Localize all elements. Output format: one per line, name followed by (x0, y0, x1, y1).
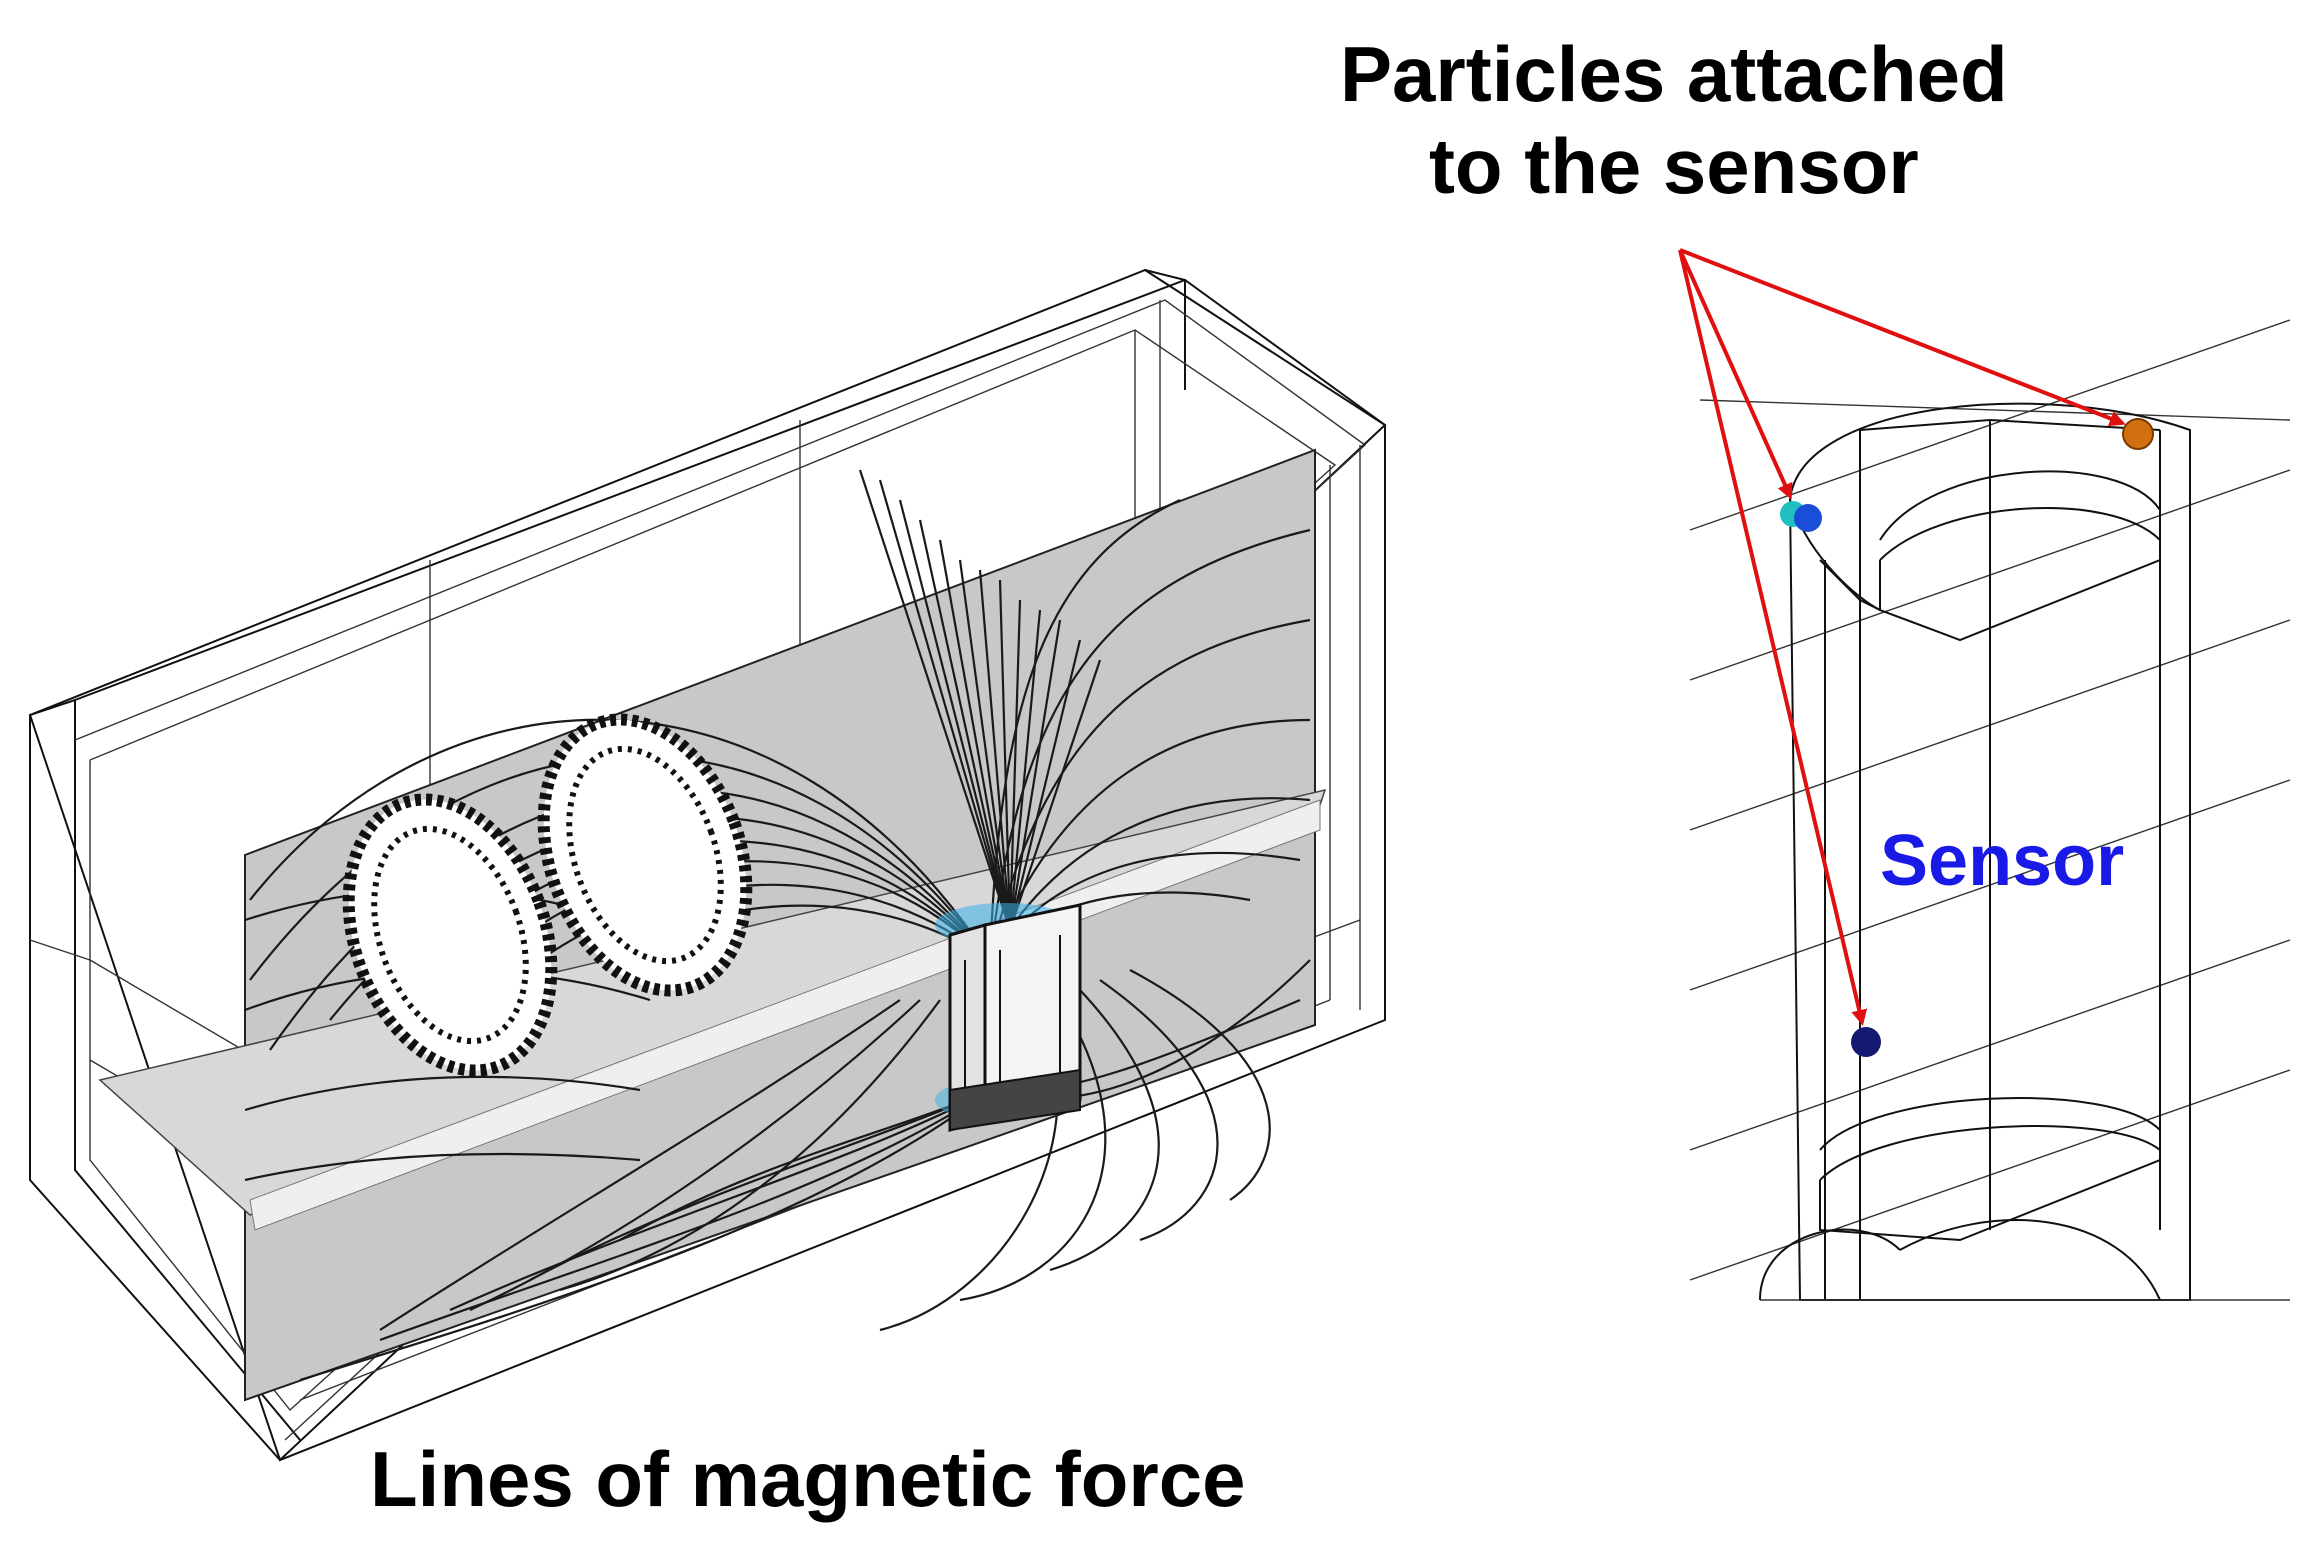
left-panel-caption: Lines of magnetic force (370, 1435, 1246, 1523)
particles-callout-line-2: to the sensor (1428, 122, 1919, 211)
particles-callout-line-1: Particles attached (1340, 30, 2008, 118)
coil-cylinders (342, 713, 753, 1077)
vertical-field-fan (858, 469, 1102, 931)
magnet-sensor-block (935, 903, 1082, 1132)
arrow-to-navy-particle (1678, 249, 1868, 1026)
sensor-zoom-view (1689, 319, 2291, 1301)
callout-arrows (1678, 248, 2126, 1026)
sensor-label: Sensor (1880, 821, 2125, 901)
arrow-to-blue-particle (1678, 249, 1793, 500)
attached-particles (1780, 418, 2154, 1057)
particle-navy (1851, 1027, 1881, 1057)
arrow-to-orange-particle (1679, 248, 2126, 427)
particle-orange (2122, 418, 2154, 450)
box-outline-lower (29, 425, 1386, 1462)
particle-blue (1794, 504, 1822, 532)
particles-callout-text: Particles attached to the sensor (1340, 28, 2008, 212)
